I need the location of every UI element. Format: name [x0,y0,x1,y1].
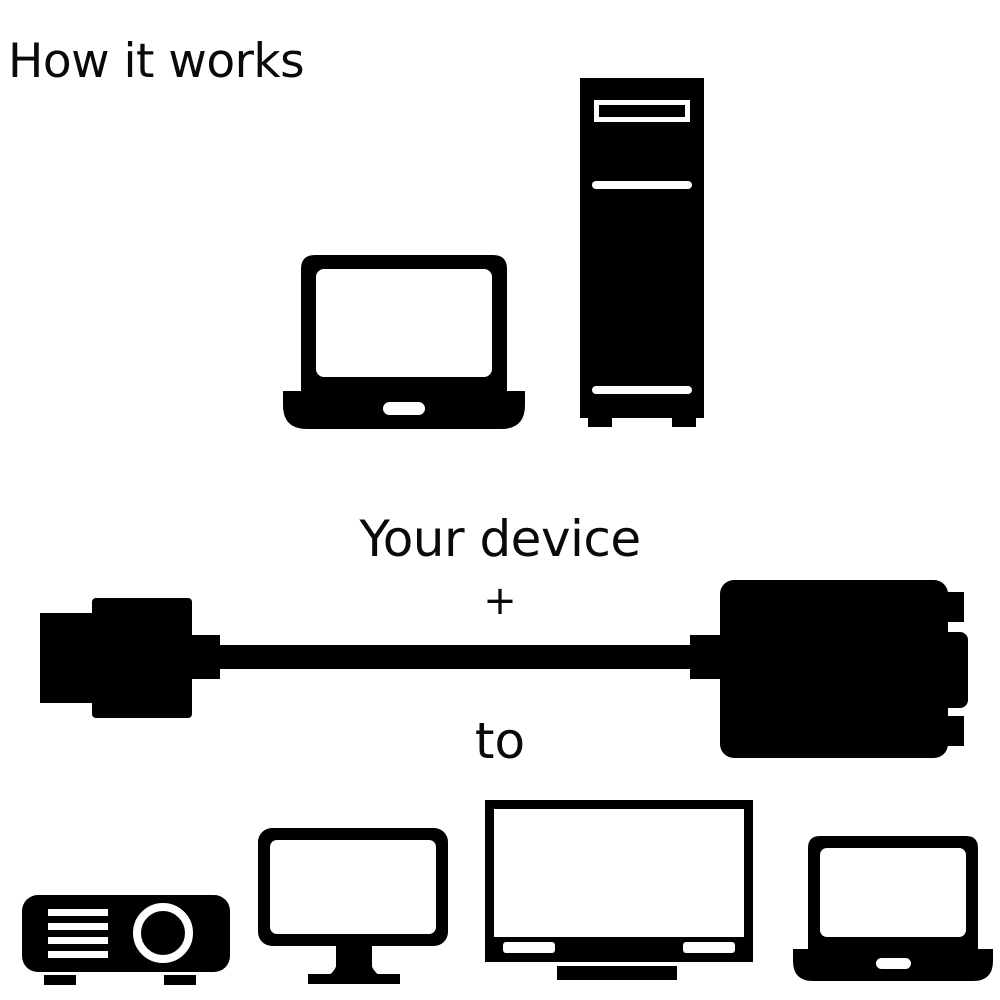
vga-adapter-cable-icon [40,580,968,758]
projector-icon [22,895,230,985]
to-label: to [474,712,526,770]
laptop-icon [283,255,525,429]
adapter-housing-icon [690,580,968,758]
page-title: How it works [8,34,305,90]
plug-connector-icon [40,598,220,718]
laptop-icon [793,836,993,981]
tv-icon [485,800,753,980]
cable-icon [208,645,708,669]
your-device-label: Your device [359,510,641,568]
plus-label: + [483,578,517,624]
desktop-tower-icon [580,78,704,427]
monitor-icon [258,828,448,984]
